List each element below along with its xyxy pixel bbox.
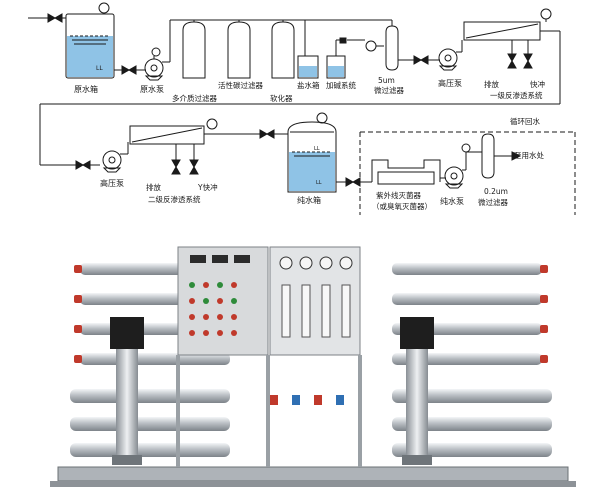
pressure-gauge-icon bbox=[206, 118, 218, 130]
to-use-label: 至用水处 bbox=[514, 150, 544, 160]
ozone-sterilizer-label: （或臭氧灭菌器） bbox=[372, 201, 432, 211]
ro-1-drain-label: 排放 bbox=[484, 79, 499, 89]
indicator-lights bbox=[189, 282, 237, 336]
inlet-pipe bbox=[28, 13, 66, 23]
level-gauge-icon bbox=[98, 2, 110, 14]
brine-tank-label: 盐水箱 bbox=[297, 80, 320, 90]
control-panel bbox=[177, 246, 269, 356]
pure-tank-outlet bbox=[336, 177, 372, 187]
raw-water-tank: LL bbox=[65, 2, 115, 79]
process-flow-diagram: LL 原水箱 原水泵 活性碳过滤器 多介质过滤器 软化器 bbox=[28, 2, 576, 215]
ro-1-label: 一级反渗透系统 bbox=[490, 90, 543, 100]
tank-water bbox=[67, 36, 113, 77]
uv-sterilizer bbox=[371, 159, 441, 185]
ro-membrane-1 bbox=[463, 8, 560, 41]
ro-2-drain-label: 排放 bbox=[146, 182, 161, 192]
ro-2-label: 二级反渗透系统 bbox=[148, 194, 201, 204]
raw-pump-label: 原水泵 bbox=[140, 84, 164, 94]
pressure-gauge-icon bbox=[319, 256, 333, 270]
carbon-filter-label: 活性碳过滤器 bbox=[218, 80, 263, 90]
base-rail bbox=[50, 481, 576, 487]
flowmeter bbox=[341, 284, 351, 338]
pipe-to-hp-pump-1 bbox=[398, 55, 440, 65]
fine-filter-0-2um bbox=[481, 133, 522, 179]
pure-water-pump bbox=[440, 143, 482, 189]
red-end-caps bbox=[74, 265, 548, 363]
dosing-label: 加碱系统 bbox=[326, 80, 356, 90]
softener-vessel bbox=[271, 20, 295, 79]
frame-uprights bbox=[176, 355, 362, 467]
fine-filter-size: 0.2um bbox=[484, 187, 508, 196]
ro-2-flush-label: Y快冲 bbox=[197, 182, 218, 192]
pressure-gauge-icon bbox=[279, 256, 293, 270]
pure-water-tank: LL LL bbox=[287, 112, 337, 193]
micro-filter-size: 5um bbox=[378, 76, 395, 85]
vertical-pump-left bbox=[110, 317, 144, 465]
panel-valves bbox=[270, 395, 344, 405]
display-meter bbox=[234, 255, 250, 263]
pressure-gauge-icon bbox=[540, 8, 552, 20]
stage-1-to-stage-2-pipe bbox=[39, 31, 561, 170]
raw-water-pump bbox=[144, 47, 164, 81]
activated-carbon-filter bbox=[227, 20, 251, 79]
base-frame bbox=[57, 466, 569, 482]
flowmeter bbox=[281, 284, 291, 338]
display-meter bbox=[190, 255, 206, 263]
recirculation-return-line bbox=[359, 131, 576, 215]
high-pressure-pump-2 bbox=[102, 142, 129, 173]
softener-label: 软化器 bbox=[270, 93, 293, 103]
pipe-raw-to-pump bbox=[114, 65, 146, 75]
ro-2-drain-flush-valves bbox=[171, 144, 199, 175]
uv-sterilizer-label: 紫外线灭菌器 bbox=[376, 190, 421, 200]
multi-media-filter bbox=[182, 20, 206, 79]
raw-tank-label: 原水箱 bbox=[74, 84, 98, 94]
pure-pump-label: 纯水泵 bbox=[440, 196, 464, 206]
level-gauge-icon bbox=[316, 112, 328, 124]
pressure-gauge-icon bbox=[461, 143, 471, 153]
hp-pump-1-label: 高压泵 bbox=[438, 78, 462, 88]
pressure-gauge-icon bbox=[151, 47, 161, 57]
flowmeter bbox=[301, 284, 311, 338]
pressure-gauge-icon bbox=[365, 40, 377, 52]
dosing-system bbox=[326, 37, 347, 79]
micro-filter-label: 微过滤器 bbox=[374, 85, 404, 95]
pure-tank-label: 纯水箱 bbox=[297, 195, 321, 205]
vertical-pump-right bbox=[400, 317, 434, 465]
level-mark-text: LL bbox=[316, 180, 322, 186]
flowmeter bbox=[321, 284, 331, 338]
level-mark-text: LL bbox=[314, 146, 320, 152]
equipment-photo bbox=[50, 246, 576, 487]
hp-pump-2-label: 高压泵 bbox=[100, 178, 124, 188]
recirc-label: 循环回水 bbox=[510, 116, 540, 126]
level-mark-text: LL bbox=[96, 65, 103, 72]
fine-filter-label: 微过滤器 bbox=[478, 197, 508, 207]
micro-filter-5um bbox=[365, 20, 399, 71]
brine-tank bbox=[297, 20, 319, 79]
display-meter bbox=[212, 255, 228, 263]
pressure-gauge-icon bbox=[299, 256, 313, 270]
high-pressure-pump-1 bbox=[438, 40, 463, 71]
membrane-tubes-right bbox=[392, 263, 552, 457]
ro-membrane-2 bbox=[129, 118, 288, 145]
pressure-gauge-icon bbox=[339, 256, 353, 270]
ro-1-drain-flush-valves bbox=[507, 40, 533, 69]
ro-1-flush-label: 快冲 bbox=[530, 79, 545, 89]
multi-media-filter-label: 多介质过滤器 bbox=[172, 93, 217, 103]
gauge-flowmeter-panel bbox=[269, 246, 361, 356]
